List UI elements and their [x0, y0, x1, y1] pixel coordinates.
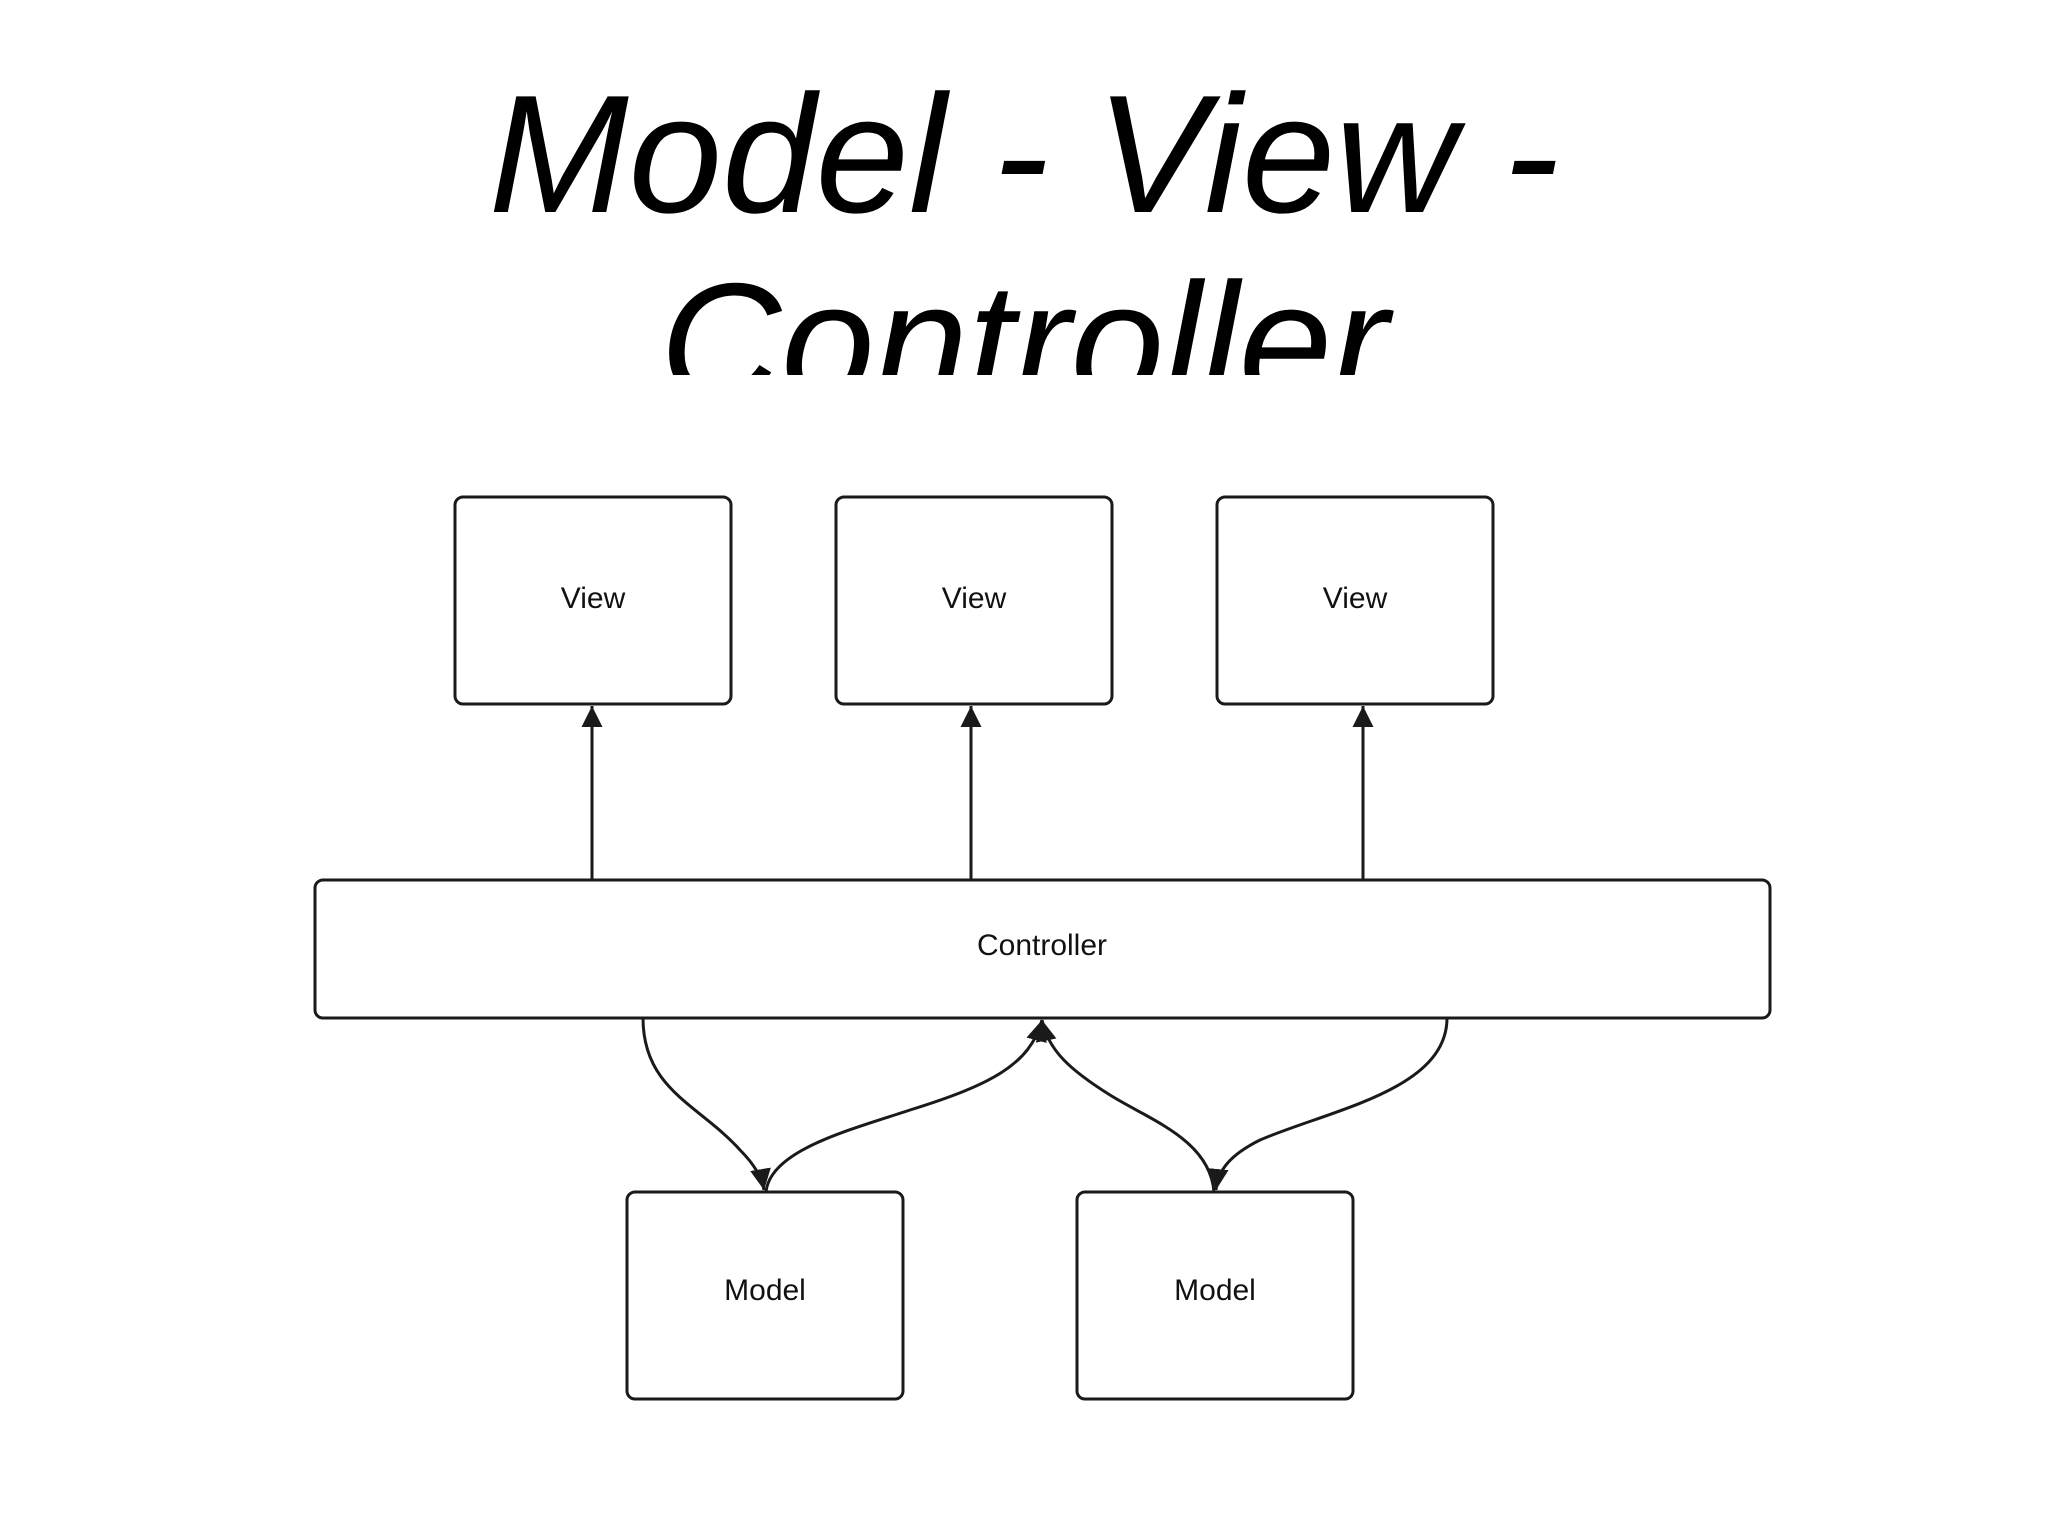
view-node-3: View: [1215, 495, 1495, 706]
edge-controller-to-model-2: [1207, 1017, 1449, 1191]
model-node-2-label: Model: [1174, 1274, 1256, 1307]
view-node-2: View: [834, 495, 1114, 706]
slide-title: Model - View - Controller: [0, 0, 2048, 375]
edge-model-1-to-controller: [764, 1019, 1047, 1193]
model-node-2: Model: [1075, 1190, 1355, 1401]
view-node-3-label: View: [1323, 582, 1388, 615]
model-node-1: Model: [625, 1190, 905, 1401]
view-node-1-label: View: [561, 582, 626, 615]
title-line-2: Controller: [659, 248, 1389, 375]
edge-model-2-to-controller: [1035, 1019, 1216, 1193]
controller-node: Controller: [313, 878, 1772, 1020]
title-line-1: Model - View -: [488, 60, 1560, 248]
controller-node-label: Controller: [977, 929, 1107, 962]
edge-controller-to-model-1: [641, 1017, 771, 1191]
view-node-1: View: [453, 495, 733, 706]
model-node-1-label: Model: [724, 1274, 806, 1307]
view-node-2-label: View: [942, 582, 1007, 615]
